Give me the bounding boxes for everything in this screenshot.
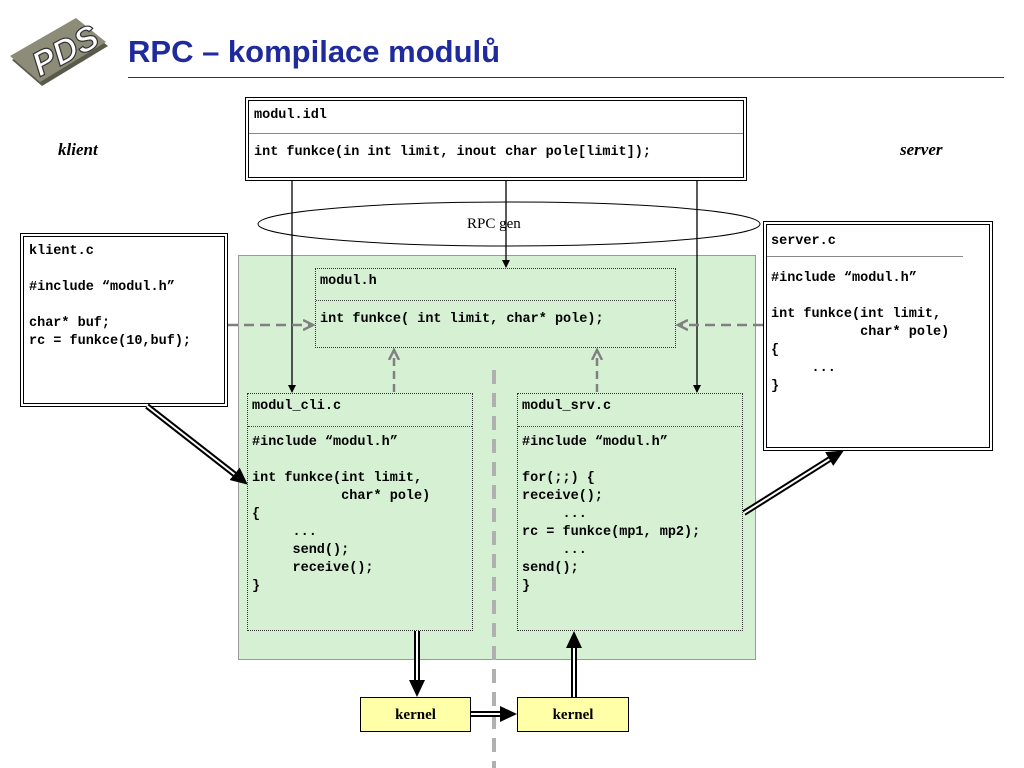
modul-h-title: modul.h bbox=[320, 274, 377, 289]
klient-c-code: #include “modul.h” char* buf; rc = funkc… bbox=[29, 280, 192, 349]
kernel-server: kernel bbox=[517, 697, 629, 732]
link-klient-to-cli bbox=[145, 403, 248, 485]
server-c-code: #include “modul.h” int funkce(int limit,… bbox=[771, 271, 950, 394]
kernel-client: kernel bbox=[360, 697, 471, 732]
modul-h-code: int funkce( int limit, char* pole); bbox=[320, 312, 604, 327]
generated-area bbox=[238, 255, 756, 660]
modul-idl-box: modul.idl int funkce(in int limit, inout… bbox=[245, 97, 747, 181]
modul-srv-title: modul_srv.c bbox=[522, 399, 612, 414]
modul-srv-code: #include “modul.h” for(;;) { receive(); … bbox=[522, 435, 701, 594]
title-divider bbox=[128, 77, 1004, 78]
server-label: server bbox=[900, 140, 943, 159]
modul-idl-title: modul.idl bbox=[254, 108, 327, 123]
server-c-title: server.c bbox=[771, 234, 836, 249]
modul-srv-box: modul_srv.c #include “modul.h” for(;;) {… bbox=[517, 393, 743, 631]
server-c-box: server.c #include “modul.h” int funkce(i… bbox=[763, 221, 993, 451]
client-label: klient bbox=[58, 140, 98, 159]
klient-c-title: klient.c bbox=[29, 244, 94, 259]
modul-cli-box: modul_cli.c #include “modul.h” int funkc… bbox=[247, 393, 473, 631]
modul-h-box: modul.h int funkce( int limit, char* pol… bbox=[315, 268, 676, 348]
klient-c-box: klient.c #include “modul.h” char* buf; r… bbox=[20, 233, 228, 407]
modul-cli-code: #include “modul.h” int funkce(int limit,… bbox=[252, 435, 431, 594]
modul-idl-code: int funkce(in int limit, inout char pole… bbox=[254, 145, 651, 160]
modul-cli-title: modul_cli.c bbox=[252, 399, 342, 414]
rpcgen-ellipse bbox=[257, 201, 761, 247]
pds-logo: PDS bbox=[10, 17, 108, 86]
link-srv-to-server bbox=[742, 450, 844, 516]
page-title: RPC – kompilace modulů bbox=[128, 34, 501, 69]
rpcgen-label: RPC gen bbox=[467, 216, 521, 232]
